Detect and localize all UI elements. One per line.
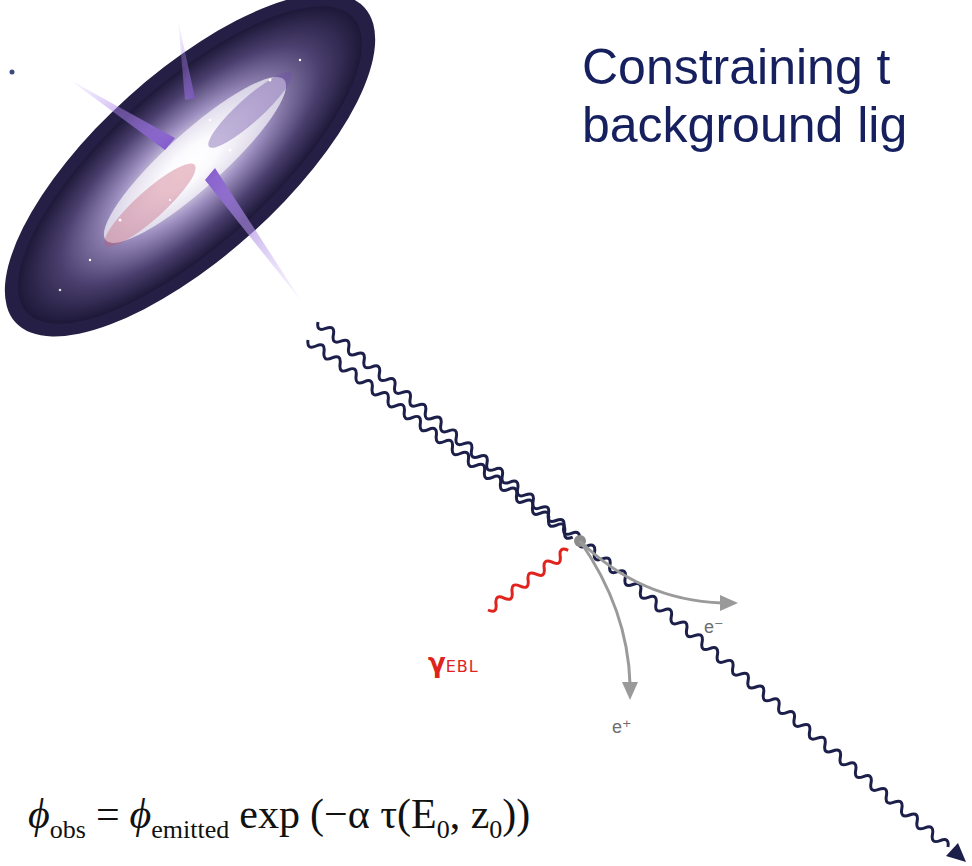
particle-label: e⁻ <box>704 616 724 638</box>
particle-label: e⁺ <box>612 716 632 738</box>
label-text: 0 <box>437 815 450 844</box>
label-text: )) <box>502 791 530 837</box>
attenuation-formula: ϕobs=ϕemittedexp(−α τ(E0, z0)) <box>28 790 530 845</box>
arrowhead <box>720 595 738 611</box>
arrowhead <box>622 682 638 700</box>
slide-title: Constraining t background lig <box>582 38 967 154</box>
label-text: γ <box>428 648 446 678</box>
arrowhead <box>946 843 966 862</box>
label-text: ϕ <box>130 791 152 837</box>
positron-track <box>580 541 630 684</box>
label-text: e⁻ <box>704 617 724 637</box>
electron-track <box>580 541 722 603</box>
label-text: EBL <box>446 657 479 676</box>
label-text: = <box>96 791 120 837</box>
label-text: emitted <box>151 815 229 844</box>
galaxy <box>0 0 426 391</box>
gamma-ray-wave <box>308 340 573 538</box>
label-text: , z <box>450 791 490 837</box>
label-text: obs <box>50 815 86 844</box>
photon-label: γEBL <box>428 648 479 678</box>
label-text: e⁺ <box>612 717 632 737</box>
ebl-photon-wave <box>488 549 568 611</box>
gamma-ray-wave <box>318 322 949 847</box>
label-text: 0 <box>489 815 502 844</box>
label-text: exp <box>239 791 300 837</box>
label-text: ϕ <box>28 791 50 837</box>
label-text: (−α τ(E <box>310 791 437 837</box>
